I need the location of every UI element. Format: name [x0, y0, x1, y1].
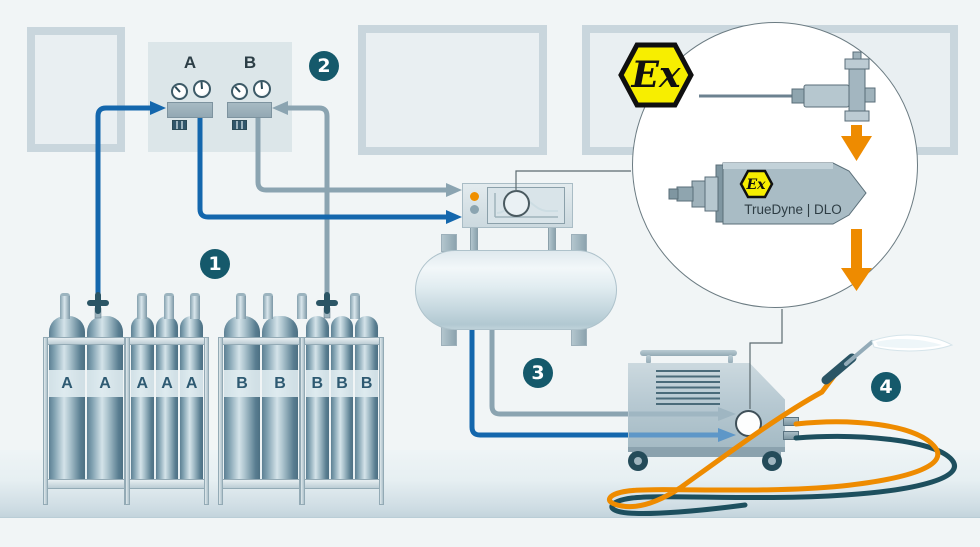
pipe-gas-b-to-mixer — [255, 118, 446, 193]
sensor-atex-label: Ex — [745, 177, 766, 193]
probe-tee-right-stub — [864, 87, 876, 103]
regulator-wall-panel — [148, 42, 292, 152]
machine-wheel — [762, 451, 782, 471]
wall-panel-middle — [358, 25, 547, 155]
gas-cylinder: B — [330, 316, 354, 488]
cylinder-label: B — [306, 370, 329, 397]
pipe-tank-out-gray — [489, 328, 631, 417]
pipe-tank-out-blue — [469, 328, 631, 438]
regulator-a-block — [167, 102, 213, 118]
gas-cylinder: A — [155, 316, 179, 488]
callout-line-inset-to-machine — [749, 309, 783, 409]
gas-cylinder: B — [306, 316, 329, 488]
mixer-led-orange — [470, 192, 479, 201]
pipe-gas-a-supply — [95, 105, 150, 305]
cylinder-neck — [190, 293, 200, 319]
probe-tee-vertical — [848, 64, 866, 118]
wall-panel-left — [27, 27, 125, 152]
sensor-fitting-stem — [676, 186, 694, 202]
cylinder-label: A — [131, 370, 154, 397]
sensor-name-label: TrueDyne | DLO — [744, 202, 842, 217]
sensor-atex-badge: Ex — [739, 169, 774, 199]
gauge-a1 — [171, 83, 188, 100]
regulator-b-block — [227, 102, 272, 118]
regulator-b-label: B — [243, 53, 257, 72]
gas-cylinder: A — [180, 316, 204, 488]
cylinder-neck — [164, 293, 174, 319]
gauge-b1 — [231, 83, 248, 100]
cylinder-label: A — [155, 370, 179, 397]
cylinder-label: A — [49, 370, 85, 397]
arrow-gas-b-into-regulator — [272, 101, 288, 115]
cylinder-rack-a1: A A — [43, 316, 129, 506]
sensor-body-top-face — [723, 163, 833, 169]
pipe-gas-a-to-mixer — [197, 118, 446, 220]
sensor-detail-drawing: Ex TrueDyne | DLO — [668, 51, 876, 291]
torch-flame-core — [876, 338, 942, 349]
gauge-a2 — [193, 80, 211, 98]
cylinder-label: B — [355, 370, 379, 397]
cylinder-neck — [137, 293, 147, 319]
cylinder-label: A — [87, 370, 123, 397]
probe-nut — [791, 88, 805, 104]
probe-tee-top-nub — [852, 51, 862, 60]
cylinder-label: B — [330, 370, 354, 397]
probe-tee-top-cap — [844, 58, 870, 70]
gas-cylinder: A — [131, 316, 154, 488]
sensor-fitting-tip — [668, 188, 679, 200]
vent-grille — [656, 370, 720, 405]
pipe-gas-b-supply — [288, 105, 330, 308]
step-badge-1: 1 — [200, 249, 230, 279]
gas-storage-tank — [415, 250, 617, 330]
cylinder-rack-b2: B B B — [300, 316, 384, 506]
machine-base — [632, 452, 781, 457]
cylinder-rack-a2: A A A — [125, 316, 209, 506]
arrow-gas-a-into-regulator — [150, 101, 166, 115]
cylinder-neck — [350, 293, 360, 319]
machine-handle — [640, 350, 737, 356]
machine-handle-support — [646, 355, 651, 364]
regulator-b-valve — [232, 120, 247, 130]
flow-arrow-down-2 — [841, 229, 872, 291]
regulator-a-valve — [172, 120, 187, 130]
gas-cylinder: B — [355, 316, 379, 488]
regulator-a-label: A — [183, 53, 197, 72]
flow-arrow-down-1 — [841, 125, 872, 161]
cylinder-valve-a — [87, 292, 109, 319]
torch-tube — [844, 340, 874, 366]
atex-hexagon — [618, 42, 694, 108]
atex-ex-badge: Ex — [618, 41, 694, 109]
arrow-gas-a-into-mixer — [446, 210, 462, 224]
cylinder-neck — [60, 293, 70, 319]
sensor-fitting-nut — [691, 180, 706, 208]
cylinder-label: B — [262, 370, 298, 397]
cylinder-label: A — [180, 370, 204, 397]
cylinder-valve-b — [316, 292, 338, 319]
step-badge-2: 2 — [309, 51, 339, 81]
step-badge-4: 4 — [871, 372, 901, 402]
callout-line-mixer-to-inset — [515, 170, 631, 192]
mixer-zoom-source-circle — [503, 190, 530, 217]
cylinder-neck — [297, 293, 307, 319]
step-badge-3: 3 — [523, 358, 553, 388]
hose-orange — [607, 365, 941, 510]
gauge-b2 — [253, 80, 271, 98]
arrow-gas-b-into-mixer — [446, 183, 462, 197]
cylinder-neck — [263, 293, 273, 319]
cylinder-label: B — [224, 370, 260, 397]
machine-handle-support — [728, 355, 733, 364]
machine-wheel — [628, 451, 648, 471]
probe-body — [803, 84, 850, 108]
arrow-gray-into-machine — [718, 407, 736, 421]
atex-ex-label: Ex — [631, 54, 681, 96]
cylinder-neck — [236, 293, 246, 319]
probe-tee-bottom-nut — [844, 110, 870, 122]
sensor-fitting-collar — [704, 176, 719, 212]
arrow-blue-into-machine — [718, 428, 736, 442]
mixer-led-gray — [470, 205, 479, 214]
